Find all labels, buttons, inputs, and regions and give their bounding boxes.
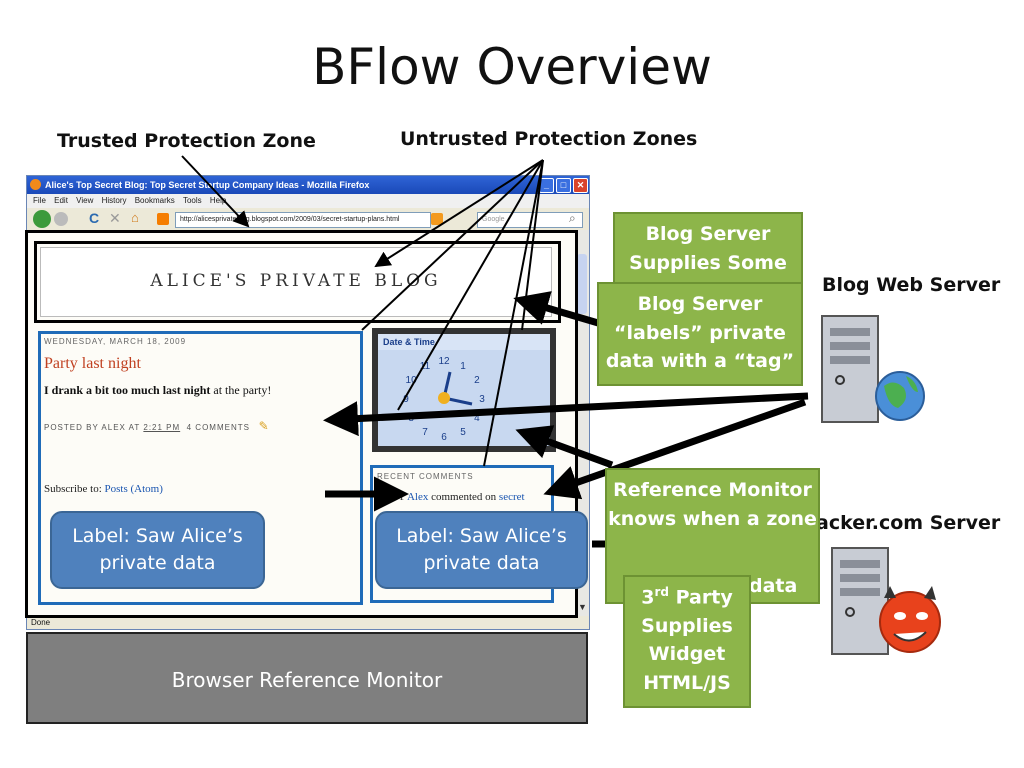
callout-blog-server-labels: Blog Server “labels” private data with a… <box>597 282 803 386</box>
status-bar: Done <box>27 616 589 629</box>
url-bar[interactable]: http://alicesprivateblog.blogspot.com/20… <box>175 212 431 228</box>
subscribe-prefix: Subscribe to: <box>44 483 105 495</box>
post-date: WEDNESDAY, MARCH 18, 2009 <box>44 337 187 346</box>
label-saw-private-data-left: Label: Saw Alice’s private data <box>50 511 265 589</box>
callout-third-party-widget: 3rd Party Supplies Widget HTML/JS <box>623 575 751 708</box>
menu-help[interactable]: Help <box>209 196 227 205</box>
search-icon[interactable]: ⌕ <box>569 211 576 225</box>
stop-icon[interactable]: ✕ <box>109 210 121 226</box>
firefox-icon <box>30 179 41 190</box>
third-party-sup: rd <box>654 585 670 599</box>
menu-file[interactable]: File <box>33 196 46 205</box>
third-party-rest: Party Supplies Widget HTML/JS <box>641 586 733 694</box>
blog-server-icon <box>821 315 925 423</box>
untrusted-zones-label: Untrusted Protection Zones <box>400 128 698 150</box>
post-author: POSTED BY ALEX AT <box>44 423 144 432</box>
post-time[interactable]: 2:21 PM <box>143 423 181 432</box>
menu-history[interactable]: History <box>101 196 127 205</box>
close-icon[interactable]: ✕ <box>573 178 588 193</box>
subscribe-line: Subscribe to: Posts (Atom) <box>44 483 163 495</box>
third-party-num: 3 <box>641 586 655 609</box>
window-title: Alice's Top Secret Blog: Top Secret Star… <box>45 180 370 190</box>
edit-pencil-icon[interactable]: ✎ <box>249 419 270 433</box>
minimize-icon[interactable]: _ <box>539 178 554 193</box>
scroll-down-icon[interactable]: ▼ <box>578 602 587 612</box>
maximize-icon[interactable]: □ <box>556 178 571 193</box>
clock-number: 7 <box>422 427 428 438</box>
home-icon[interactable]: ⌂ <box>131 210 139 225</box>
recent-num: 01 <box>393 491 405 503</box>
menu-view[interactable]: View <box>76 196 94 205</box>
slide-title: BFlow Overview <box>312 38 712 96</box>
menu-bar: File Edit View History Bookmarks Tools H… <box>27 194 589 208</box>
post-footer: POSTED BY ALEX AT 2:21 PM 4 COMMENTS ✎ <box>44 419 270 433</box>
hacker-server-label: acker.com Server <box>816 512 1001 534</box>
post-body-rest: at the party! <box>210 383 272 397</box>
clock-zone-frame <box>372 328 556 452</box>
post-title[interactable]: Party last night <box>44 355 141 372</box>
post-comments[interactable]: 4 COMMENTS <box>186 423 250 432</box>
clock-number: 6 <box>441 432 447 443</box>
clock-number: 5 <box>460 427 466 438</box>
label-saw-private-data-right: Label: Saw Alice’s private data <box>375 511 588 589</box>
post-body-bold: I drank a bit too much last night <box>44 383 211 397</box>
menu-bookmarks[interactable]: Bookmarks <box>134 196 175 205</box>
post-zone-frame <box>38 331 363 605</box>
recent-user-link[interactable]: Alex <box>406 491 429 503</box>
recent-prefix: On <box>377 491 394 503</box>
trusted-zone-label: Trusted Protection Zone <box>57 130 316 152</box>
status-text: Done <box>31 618 51 627</box>
reload-icon[interactable]: C <box>89 210 100 226</box>
browser-titlebar: Alice's Top Secret Blog: Top Secret Star… <box>27 176 589 194</box>
recent-text: commented on <box>428 491 499 503</box>
navigation-toolbar: C ✕ ⌂ http://alicesprivateblog.blogspot.… <box>27 208 589 230</box>
back-icon[interactable] <box>33 210 51 228</box>
browser-reference-monitor: Browser Reference Monitor <box>26 632 588 724</box>
callout-reference-monitor-text: Reference Monitor knows when a zone <box>608 479 817 530</box>
recent-comments-title: RECENT COMMENTS <box>377 472 474 481</box>
search-input[interactable]: Google <box>477 212 583 228</box>
blogger-favicon-icon <box>157 213 169 225</box>
menu-tools[interactable]: Tools <box>182 196 202 205</box>
scroll-thumb[interactable] <box>577 254 587 314</box>
menu-edit[interactable]: Edit <box>54 196 68 205</box>
recent-post-link[interactable]: secret <box>498 491 525 503</box>
subscribe-link[interactable]: Posts (Atom) <box>104 483 163 495</box>
forward-icon[interactable] <box>54 212 68 226</box>
header-zone-frame <box>34 241 561 323</box>
blog-server-label: Blog Web Server <box>822 274 1001 296</box>
callout-reference-monitor-tail: data <box>749 575 798 597</box>
rss-icon[interactable] <box>431 213 443 225</box>
post-body: I drank a bit too much last night at the… <box>44 383 271 398</box>
recent-comment-item: On 01 Alex commented on secret <box>377 491 525 503</box>
callout-blog-server-supplies: Blog Server Supplies Some <box>613 212 803 288</box>
hacker-server-icon <box>831 547 941 655</box>
